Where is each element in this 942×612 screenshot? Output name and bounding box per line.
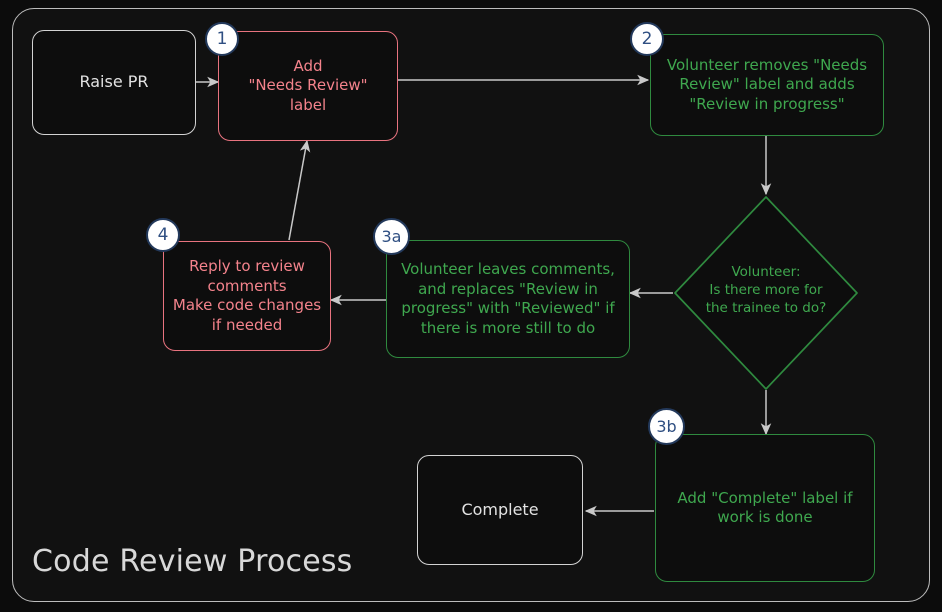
node-volunteer-removes[interactable]: Volunteer removes "Needs Review" label a… — [650, 34, 884, 136]
node-add-complete[interactable]: Add "Complete" label if work is done — [655, 434, 875, 582]
badge-step-3a-text: 3a — [381, 226, 402, 246]
badge-step-1-text: 1 — [216, 28, 228, 49]
node-volunteer-comments[interactable]: Volunteer leaves comments, and replaces … — [386, 240, 630, 358]
badge-step-2-text: 2 — [641, 28, 653, 49]
badge-step-1: 1 — [205, 22, 239, 56]
node-add-needs-review-label: Add "Needs Review" label — [248, 56, 368, 114]
node-raise-pr[interactable]: Raise PR — [32, 30, 196, 135]
badge-step-2: 2 — [630, 22, 664, 56]
badge-step-3b: 3b — [648, 408, 685, 445]
node-reply-to-review[interactable]: Reply to review comments Make code chang… — [163, 241, 331, 351]
node-decision-label: Volunteer: Is there more for the trainee… — [705, 264, 827, 317]
badge-step-4-text: 4 — [157, 224, 169, 245]
badge-step-3a: 3a — [373, 218, 410, 255]
node-volunteer-comments-label: Volunteer leaves comments, and replaces … — [401, 260, 615, 337]
diagram-title: Code Review Process — [32, 544, 353, 579]
node-add-complete-label: Add "Complete" label if work is done — [677, 488, 853, 527]
node-complete-label: Complete — [461, 499, 539, 519]
badge-step-4: 4 — [146, 218, 180, 252]
node-raise-pr-label: Raise PR — [79, 72, 149, 92]
node-reply-to-review-label: Reply to review comments Make code chang… — [172, 257, 322, 334]
node-volunteer-removes-label: Volunteer removes "Needs Review" label a… — [666, 55, 868, 113]
node-add-needs-review[interactable]: Add "Needs Review" label — [218, 31, 398, 141]
node-complete[interactable]: Complete — [417, 455, 583, 565]
badge-step-3b-text: 3b — [656, 416, 677, 436]
